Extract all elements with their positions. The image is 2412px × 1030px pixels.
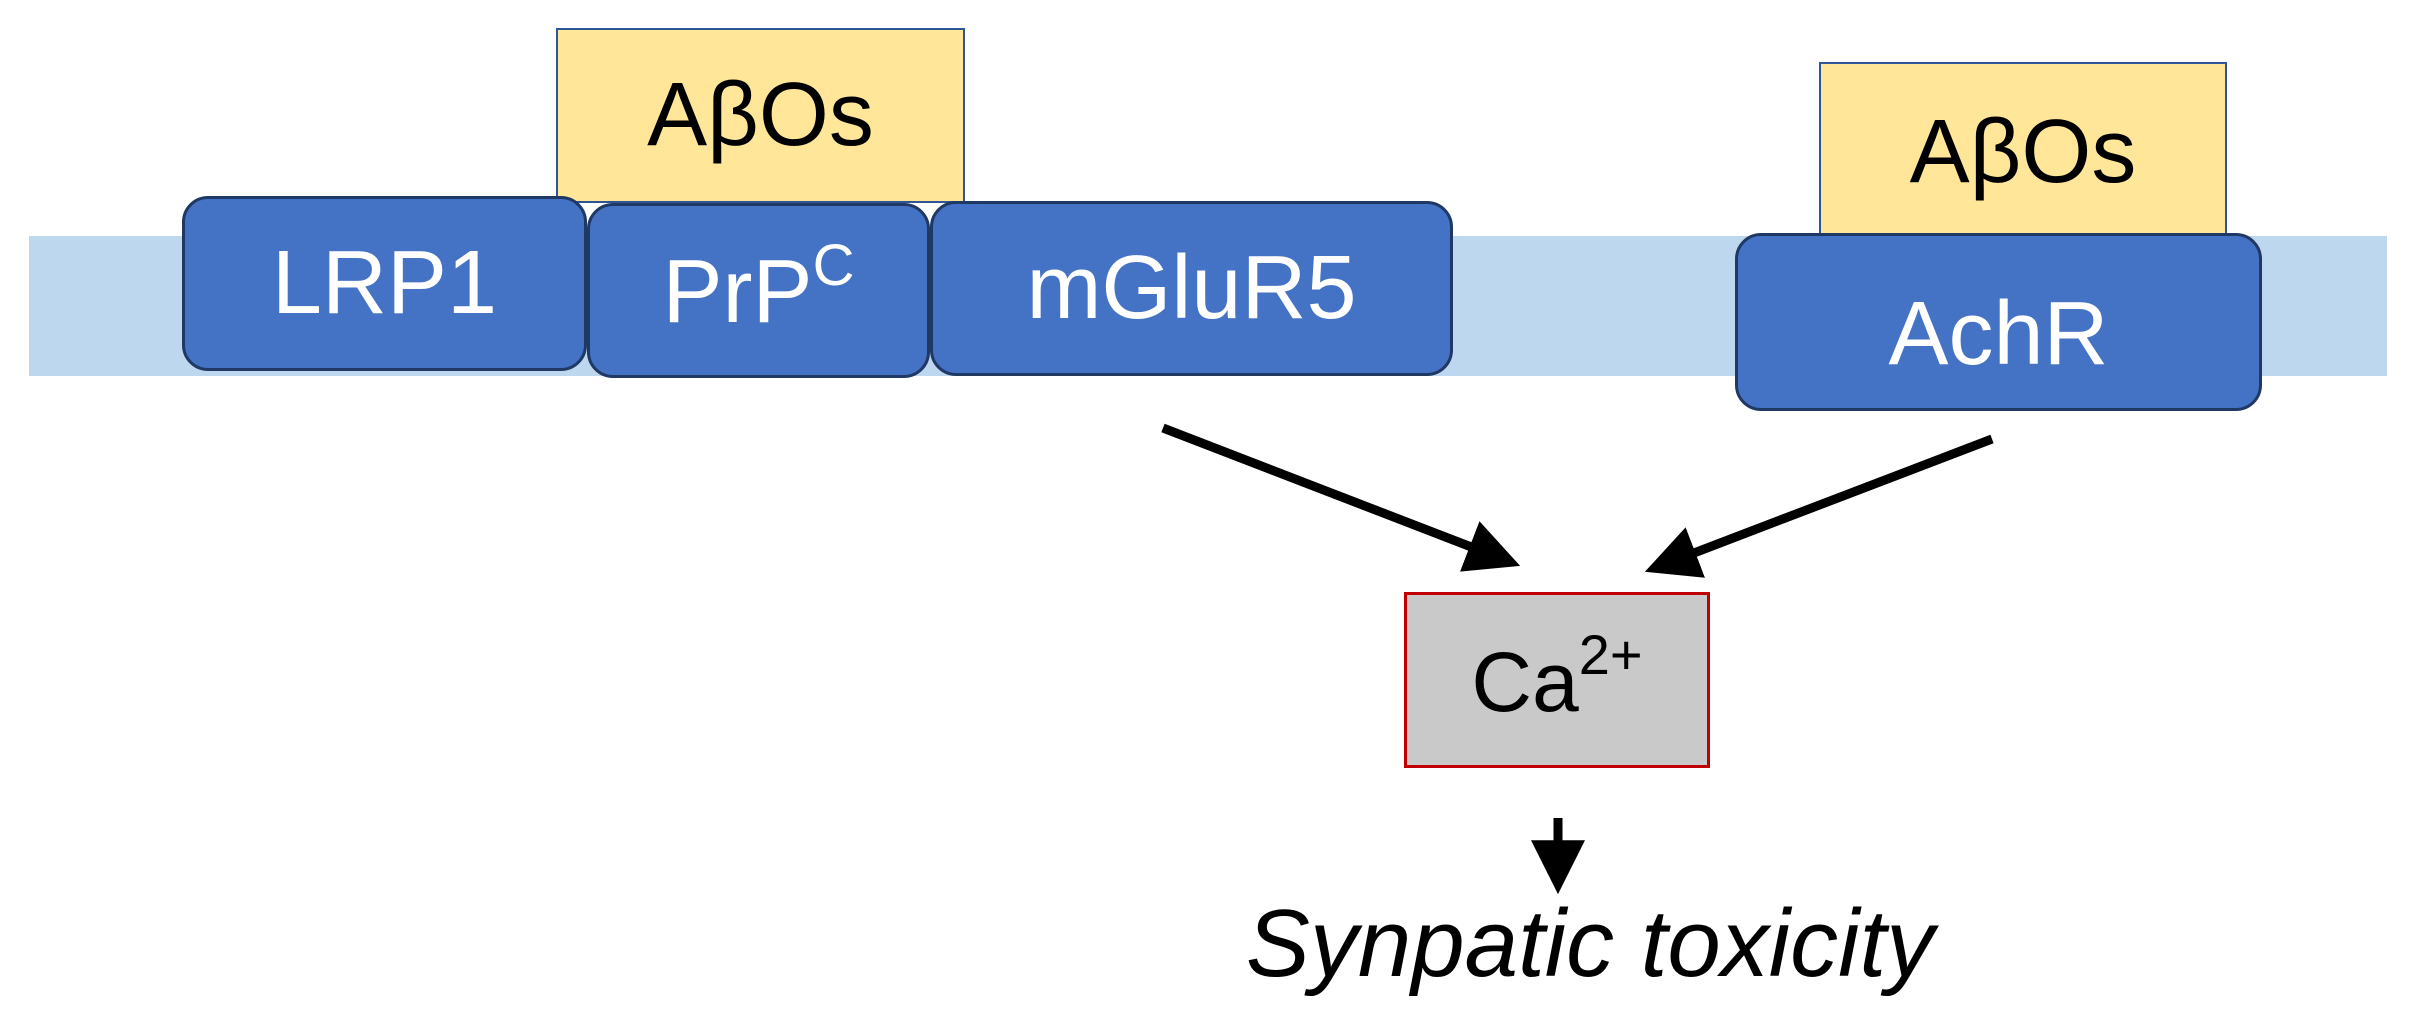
receptor-prpc: PrPC [587,203,930,378]
receptor-achr-label: AchR [1888,283,2109,384]
abeta-oligomer-left: AβOs [556,28,965,203]
receptor-mglur5: mGluR5 [930,201,1453,376]
receptor-achr: AchR [1735,233,2262,411]
receptor-prpc-superscript: C [812,232,855,298]
abeta-oligomer-right: AβOs [1819,62,2227,242]
receptor-lrp1-label: LRP1 [271,233,498,333]
arrow-mglur5-to-calcium [1161,423,1521,572]
synaptic-toxicity-label: Synpatic toxicity [1245,890,1935,997]
calcium-label: Ca2+ [1471,623,1642,731]
calcium-ion-box: Ca2+ [1404,592,1710,768]
receptor-mglur5-label: mGluR5 [1026,238,1357,338]
calcium-charge: 2+ [1578,622,1643,686]
receptor-lrp1: LRP1 [182,196,587,371]
calcium-base: Ca [1471,634,1579,729]
arrow-achr-to-calcium [1644,434,1994,578]
receptor-prpc-label: PrPC [662,233,855,344]
receptor-prpc-base: PrP [662,241,813,342]
